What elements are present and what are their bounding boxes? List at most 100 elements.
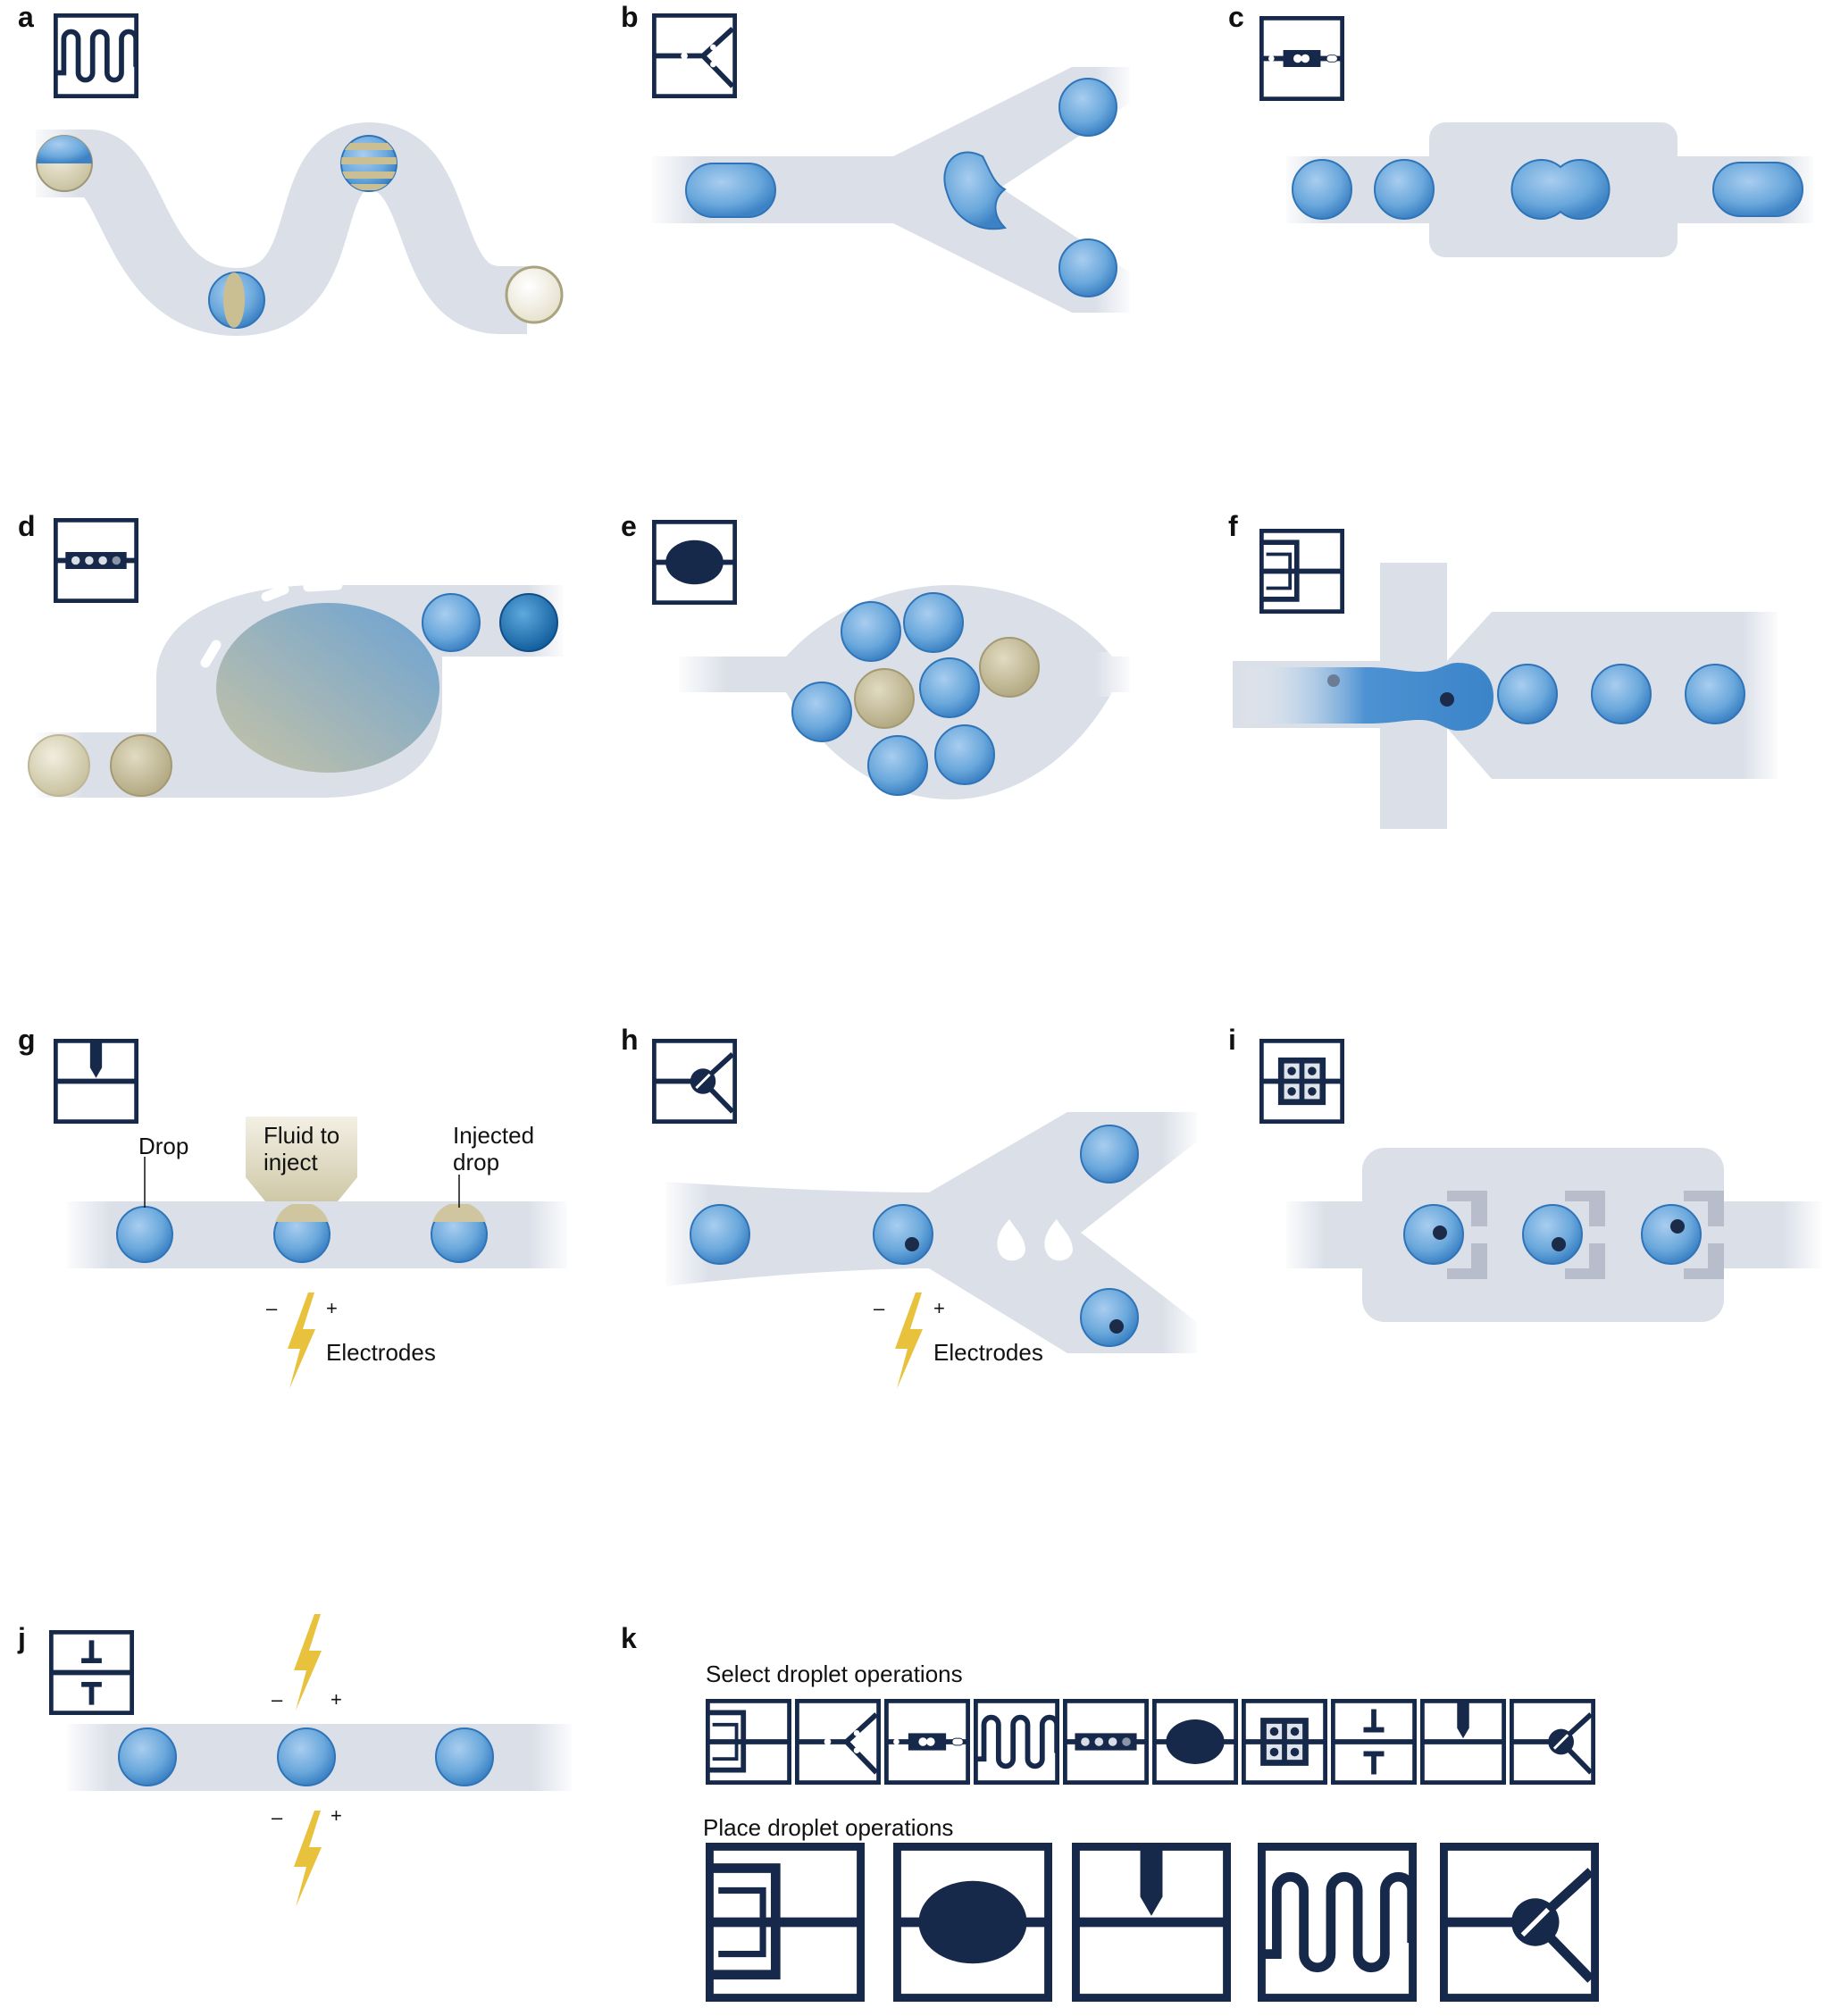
electrode-minus: – (266, 1297, 278, 1319)
panel-label-a: a (18, 1, 34, 33)
droplet-e8 (934, 724, 995, 785)
droplet-a2 (208, 272, 265, 329)
cell-sorting-icon (654, 1041, 735, 1121)
droplet-j1 (118, 1727, 177, 1786)
panel-label-h: h (621, 1024, 639, 1056)
droplet-e5 (919, 657, 980, 718)
injection-icon[interactable] (1422, 1701, 1504, 1783)
droplet-h4 (1080, 1288, 1139, 1347)
storage-icon[interactable] (1154, 1701, 1236, 1782)
electrode-minus-j1: – (272, 1688, 283, 1711)
storage-icon[interactable] (897, 1846, 1050, 1997)
cell-sorting-icon[interactable] (1511, 1701, 1594, 1782)
encapsulation-icon (1261, 531, 1344, 611)
droplet-g2 (273, 1204, 330, 1263)
droplet-e7 (867, 735, 928, 796)
label-drop: Drop (138, 1133, 188, 1159)
fluid-to-inject-reservoir (246, 1117, 357, 1201)
sorting-channel (652, 67, 1130, 313)
lightning-bolt-icon (895, 1292, 923, 1389)
label-electrodes-h: Electrodes (933, 1339, 1043, 1366)
panel-label-d: d (18, 510, 36, 542)
mixing-icon (55, 15, 137, 96)
label-injected-drop-2: drop (453, 1149, 499, 1175)
droplet-b3 (1058, 238, 1117, 297)
droplet-f1 (1497, 664, 1558, 724)
trap-structures (1447, 1191, 1724, 1279)
droplet-h2 (873, 1204, 933, 1265)
place-operations-row (709, 1846, 1595, 1998)
incubated-droplet-mass (216, 603, 439, 773)
droplet-e2 (903, 592, 964, 653)
lightning-bolt-icon (288, 1292, 315, 1389)
merging-icon[interactable] (886, 1701, 968, 1782)
electrode-minus-h: – (874, 1297, 885, 1319)
label-fluid-to-inject-1: Fluid to (264, 1122, 339, 1149)
label-electrodes: Electrodes (326, 1339, 436, 1366)
droplet-i1 (1403, 1204, 1464, 1265)
droplet-d-out2 (499, 593, 558, 652)
droplet-a3 (340, 135, 397, 192)
droplet-g3 (431, 1204, 488, 1263)
droplet-f3 (1685, 664, 1745, 724)
droplet-e6 (791, 682, 852, 742)
droplet-i3 (1641, 1204, 1702, 1265)
select-operations-palette (707, 1701, 1594, 1783)
panel-label-g: g (18, 1024, 36, 1056)
lightning-bolt-icon (294, 1614, 322, 1711)
encapsulation-icon[interactable] (709, 1846, 865, 1997)
droplet-d-out1 (422, 593, 481, 652)
trapping-icon (1261, 1041, 1343, 1121)
aqueous-jet (1237, 663, 1494, 731)
droplet-h3 (1080, 1125, 1139, 1184)
storage-icon (654, 522, 735, 602)
droplet-j3 (435, 1727, 494, 1786)
electrode-plus: + (326, 1297, 338, 1319)
injection-icon (55, 1041, 137, 1122)
electrode-minus-j2: – (272, 1806, 283, 1828)
droplet-b-splitting (943, 151, 1008, 230)
droplet-i2 (1522, 1204, 1583, 1265)
mixing-icon[interactable] (975, 1701, 1058, 1782)
droplet-g1 (116, 1206, 173, 1263)
label-fluid-to-inject-2: inject (264, 1149, 318, 1175)
panel-label-f: f (1228, 510, 1238, 542)
incubation-icon (55, 520, 137, 600)
droplet-c2 (1374, 159, 1435, 220)
droplet-b2 (1058, 78, 1117, 137)
mixing-icon[interactable] (1261, 1846, 1414, 1997)
panel-label-b: b (621, 1, 639, 33)
trapping-icon[interactable] (1243, 1701, 1326, 1782)
merging-icon (1261, 18, 1343, 98)
encapsulation-icon[interactable] (707, 1701, 791, 1782)
injection-icon[interactable] (1075, 1846, 1228, 1998)
droplet-d-in1 (28, 734, 90, 797)
droplet-f2 (1591, 664, 1652, 724)
electrical-icon (51, 1632, 132, 1712)
electrode-plus-j2: + (330, 1804, 342, 1827)
droplet-e1 (841, 601, 901, 662)
electrical-icon[interactable] (1333, 1701, 1415, 1782)
droplet-c1 (1292, 159, 1352, 220)
sorting-icon (654, 15, 735, 96)
droplet-b1 (685, 163, 776, 218)
droplet-j2 (277, 1727, 336, 1786)
droplet-e3 (979, 637, 1040, 698)
sorting-icon[interactable] (797, 1701, 879, 1782)
label-injected-drop-1: Injected (453, 1122, 534, 1149)
droplet-c3 (1712, 162, 1803, 217)
droplet-a4 (505, 265, 564, 324)
electrode-plus-h: + (933, 1297, 945, 1319)
select-operations-heading: Select droplet operations (706, 1660, 963, 1687)
incubation-icon[interactable] (1065, 1701, 1147, 1782)
droplet-d-in2 (110, 734, 172, 797)
droplet-e4 (854, 668, 915, 729)
cell-sorting-icon[interactable] (1443, 1846, 1595, 1997)
panel-label-i: i (1228, 1024, 1236, 1056)
serpentine-channel (36, 121, 527, 337)
lightning-bolt-icon (294, 1811, 322, 1907)
electrode-plus-j1: + (330, 1688, 342, 1711)
panel-label-c: c (1228, 1, 1244, 33)
panel-label-j: j (17, 1622, 26, 1654)
